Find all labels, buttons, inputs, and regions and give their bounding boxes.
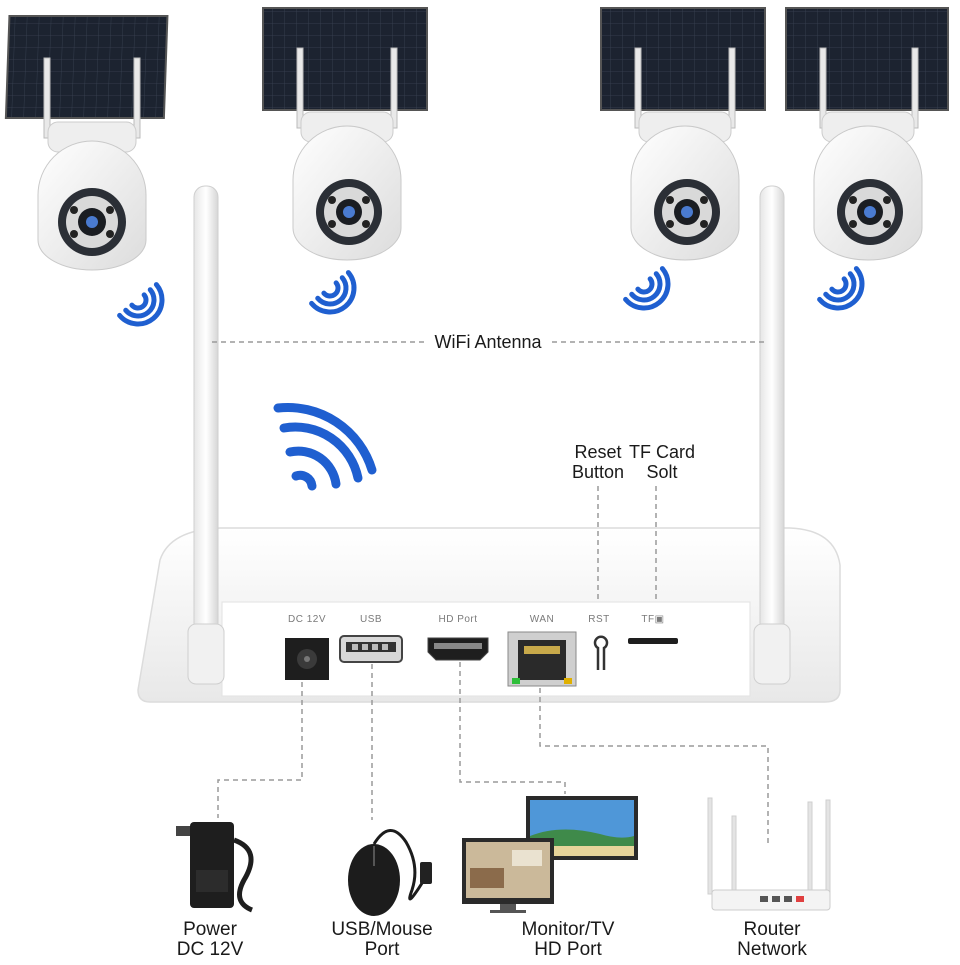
camera-wifi-signal-icon	[820, 269, 872, 318]
camera-wifi-signal-icon	[626, 269, 678, 318]
monitor-label-line1: Monitor/TV	[508, 920, 628, 940]
port-label-rst: RST	[584, 614, 614, 625]
power-adapter	[176, 822, 252, 910]
wifi-antenna-label: WiFi Antenna	[424, 332, 552, 352]
monitor-label-line2: HD Port	[508, 940, 628, 960]
usb-mouse-label-line1: USB/Mouse	[322, 920, 442, 940]
monitor-tv	[462, 796, 638, 913]
hdmi-port	[428, 638, 488, 660]
usb-port	[340, 636, 402, 662]
solar-camera-1	[6, 16, 168, 270]
power-label-line2: DC 12V	[160, 940, 260, 960]
tf-card-label: TF Card Solt	[622, 442, 702, 482]
tf-card-slot	[628, 638, 678, 644]
solar-camera-2	[263, 8, 427, 260]
tf-card-label-line1: TF Card	[622, 442, 702, 462]
port-label-wan: WAN	[522, 614, 562, 625]
power-label-line1: Power	[160, 920, 260, 940]
camera-wifi-signal-icon	[312, 273, 364, 322]
router	[708, 798, 830, 910]
usb-mouse	[348, 830, 432, 916]
camera-wifi-signal-icon	[120, 285, 172, 334]
usb-mouse-label-line2: Port	[322, 940, 442, 960]
solar-camera-4	[786, 8, 948, 260]
port-label-usb: USB	[348, 614, 394, 625]
router-label-line2: Network	[722, 940, 822, 960]
router-label: Router Network	[722, 920, 822, 960]
solar-camera-3	[601, 8, 765, 260]
port-label-dc: DC 12V	[280, 614, 334, 625]
nvr-wifi-icon	[278, 407, 372, 486]
nvr-recorder	[138, 528, 840, 702]
port-label-tf: TF▣	[638, 614, 668, 625]
wan-ethernet-port	[508, 632, 576, 686]
power-label: Power DC 12V	[160, 920, 260, 960]
router-label-line1: Router	[722, 920, 822, 940]
port-label-hd: HD Port	[428, 614, 488, 625]
tf-card-label-line2: Solt	[622, 462, 702, 482]
dc-power-port	[285, 638, 329, 680]
monitor-label: Monitor/TV HD Port	[508, 920, 628, 960]
usb-mouse-label: USB/Mouse Port	[322, 920, 442, 960]
